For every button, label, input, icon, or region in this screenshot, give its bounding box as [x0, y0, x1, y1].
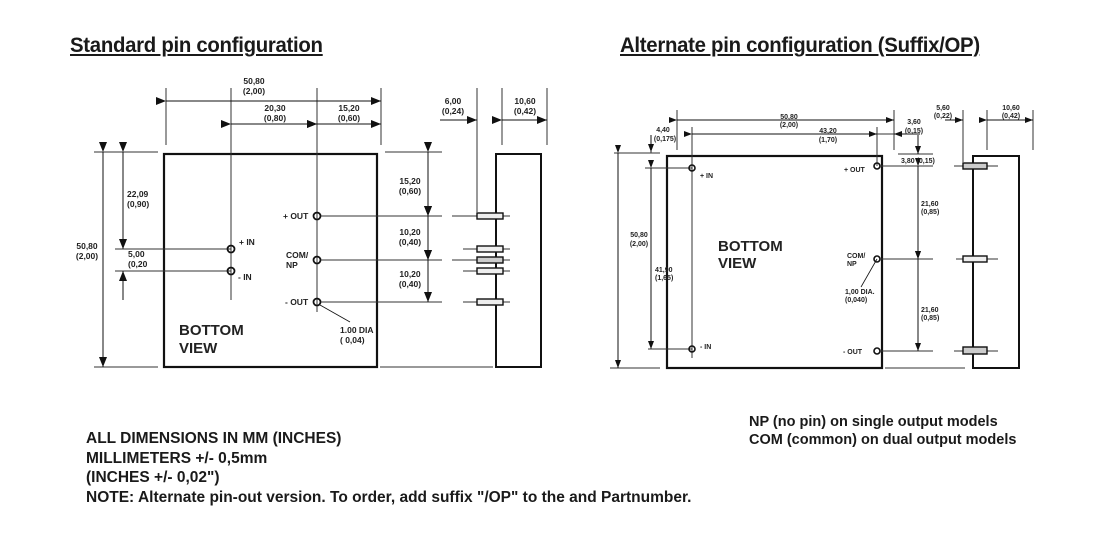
- svg-text:(0,42): (0,42): [1002, 113, 1020, 120]
- alt-label-com-np: COM/: [847, 253, 865, 260]
- svg-text:(0,040): (0,040): [845, 297, 867, 304]
- dim-overall-height: 50,80: [76, 241, 98, 251]
- label-minus-out: - OUT: [285, 297, 309, 307]
- label-plus-in: + IN: [239, 237, 255, 247]
- svg-text:(1,65): (1,65): [655, 275, 673, 282]
- svg-text:(0,40): (0,40): [399, 279, 421, 289]
- dim-side-thickness: 10,60: [514, 96, 536, 106]
- dim-in-to-out: 20,30: [264, 103, 286, 113]
- svg-text:(2,00): (2,00): [780, 122, 798, 129]
- svg-text:(0,85): (0,85): [921, 209, 939, 216]
- alt-dim-overall-width: 50,80: [780, 114, 798, 121]
- side-pin: [476, 256, 504, 264]
- side-pin: [476, 245, 504, 253]
- svg-text:(0,60): (0,60): [338, 113, 360, 123]
- minus-in-pin: [226, 266, 236, 276]
- svg-text:(0,175): (0,175): [654, 136, 676, 143]
- svg-text:VIEW: VIEW: [179, 340, 218, 357]
- svg-text:(1,70): (1,70): [819, 137, 837, 144]
- alt-side-pin: [962, 255, 988, 263]
- note-line: ALL DIMENSIONS IN MM (INCHES): [86, 430, 342, 447]
- legend-line: NP (no pin) on single output models: [749, 414, 998, 430]
- svg-text:(0,42): (0,42): [514, 106, 536, 116]
- label-com-np: COM/: [286, 250, 309, 260]
- svg-text:(0,22): (0,22): [934, 113, 952, 120]
- alt-label-plus-in: + IN: [700, 173, 713, 180]
- svg-text:NP: NP: [286, 260, 298, 270]
- note-line: NOTE: Alternate pin-out version. To orde…: [86, 488, 692, 506]
- alt-side-pin: [962, 162, 988, 170]
- dim-top-to-plus-in: 22,09: [127, 189, 149, 199]
- label-minus-in: - IN: [238, 272, 252, 282]
- com-np-pin: [312, 255, 322, 265]
- alt-dim-right-offset: 3,60: [907, 119, 921, 126]
- svg-text:NP: NP: [847, 261, 857, 268]
- alt-dim-left-offset: 4,40: [656, 127, 670, 134]
- dim-com-to-minus-out: 10,20: [399, 269, 421, 279]
- alt-dim-in-to-out: 43,20: [819, 128, 837, 135]
- svg-text:(0,60): (0,60): [399, 186, 421, 196]
- svg-text:(0,24): (0,24): [442, 106, 464, 116]
- alt-label-minus-out: - OUT: [843, 349, 863, 356]
- label-plus-out: + OUT: [283, 211, 309, 221]
- legend-line: COM (common) on dual output models: [749, 432, 1017, 448]
- alt-label-minus-in: - IN: [700, 344, 711, 351]
- alt-dim-in-spacing: 41,90: [655, 267, 673, 274]
- alt-bottom-view-label: BOTTOM: [718, 238, 783, 255]
- bottom-view-label: BOTTOM: [179, 322, 244, 339]
- svg-text:(0,40): (0,40): [399, 237, 421, 247]
- alt-label-plus-out: + OUT: [844, 167, 866, 174]
- alternate-diagram: [610, 110, 1034, 370]
- alt-minus-in-pin: [688, 345, 696, 353]
- alt-dim-top-to-plus-out: 3,80 (0,15): [901, 158, 935, 165]
- plus-in-pin: [226, 244, 236, 254]
- pin-legend: NP (no pin) on single output models COM …: [749, 413, 1016, 449]
- alt-dim-pin-diameter: 1,00 DIA.: [845, 289, 875, 296]
- note-line: MILLIMETERS +/- 0,5mm: [86, 449, 268, 467]
- dim-plus-out-to-com: 10,20: [399, 227, 421, 237]
- alt-dim-side-pin-offset: 5,60: [936, 105, 950, 112]
- alt-dim-plus-out-to-com: 21,60: [921, 201, 939, 208]
- alt-minus-out-pin: [873, 347, 881, 355]
- alt-dim-side-thickness: 10,60: [1002, 105, 1020, 112]
- alt-dim-com-to-minus-out: 21,60: [921, 307, 939, 314]
- dim-in-spacing: 5,00: [128, 249, 145, 259]
- side-pin: [476, 298, 504, 306]
- svg-text:(0,80): (0,80): [264, 113, 286, 123]
- dimension-notes: ALL DIMENSIONS IN MM (INCHES) MILLIMETER…: [86, 429, 691, 507]
- standard-config-title: Standard pin configuration: [70, 34, 323, 57]
- plus-out-pin: [312, 211, 322, 221]
- minus-out-pin: [312, 297, 322, 307]
- dim-side-pin-offset: 6,00: [445, 96, 462, 106]
- alt-dim-overall-height: 50,80: [630, 232, 648, 239]
- svg-text:VIEW: VIEW: [718, 255, 757, 272]
- side-pin: [476, 267, 504, 275]
- svg-text:( 0,04): ( 0,04): [340, 335, 365, 345]
- standard-labels: 50,80 (2,00) 20,30 (0,80) 15,20 (0,60) 6…: [76, 76, 536, 357]
- alternate-config-title: Alternate pin configuration (Suffix/OP): [620, 34, 980, 57]
- svg-text:(0,15): (0,15): [905, 128, 923, 135]
- svg-text:(2,00): (2,00): [76, 251, 98, 261]
- dim-out-to-edge: 15,20: [338, 103, 360, 113]
- dim-pin-diameter: 1.00 DIA: [340, 325, 374, 335]
- alternate-module-body: [665, 154, 884, 370]
- svg-text:(0,20: (0,20: [128, 259, 148, 269]
- svg-text:(0,90): (0,90): [127, 199, 149, 209]
- dim-top-to-plus-out: 15,20: [399, 176, 421, 186]
- dim-overall-width: 50,80: [243, 76, 265, 86]
- alt-plus-in-pin: [688, 164, 696, 172]
- svg-text:(2,00): (2,00): [243, 86, 265, 96]
- alt-side-pin: [962, 346, 988, 355]
- standard-diagram: [94, 88, 548, 369]
- svg-text:(2,00): (2,00): [630, 241, 648, 248]
- note-line: (INCHES +/- 0,02"): [86, 469, 220, 486]
- alternate-labels: 50,80 (2,00) 43,20 (1,70) 4,40 (0,175) 3…: [630, 105, 1020, 356]
- svg-text:(0,85): (0,85): [921, 315, 939, 322]
- side-pin: [476, 212, 504, 220]
